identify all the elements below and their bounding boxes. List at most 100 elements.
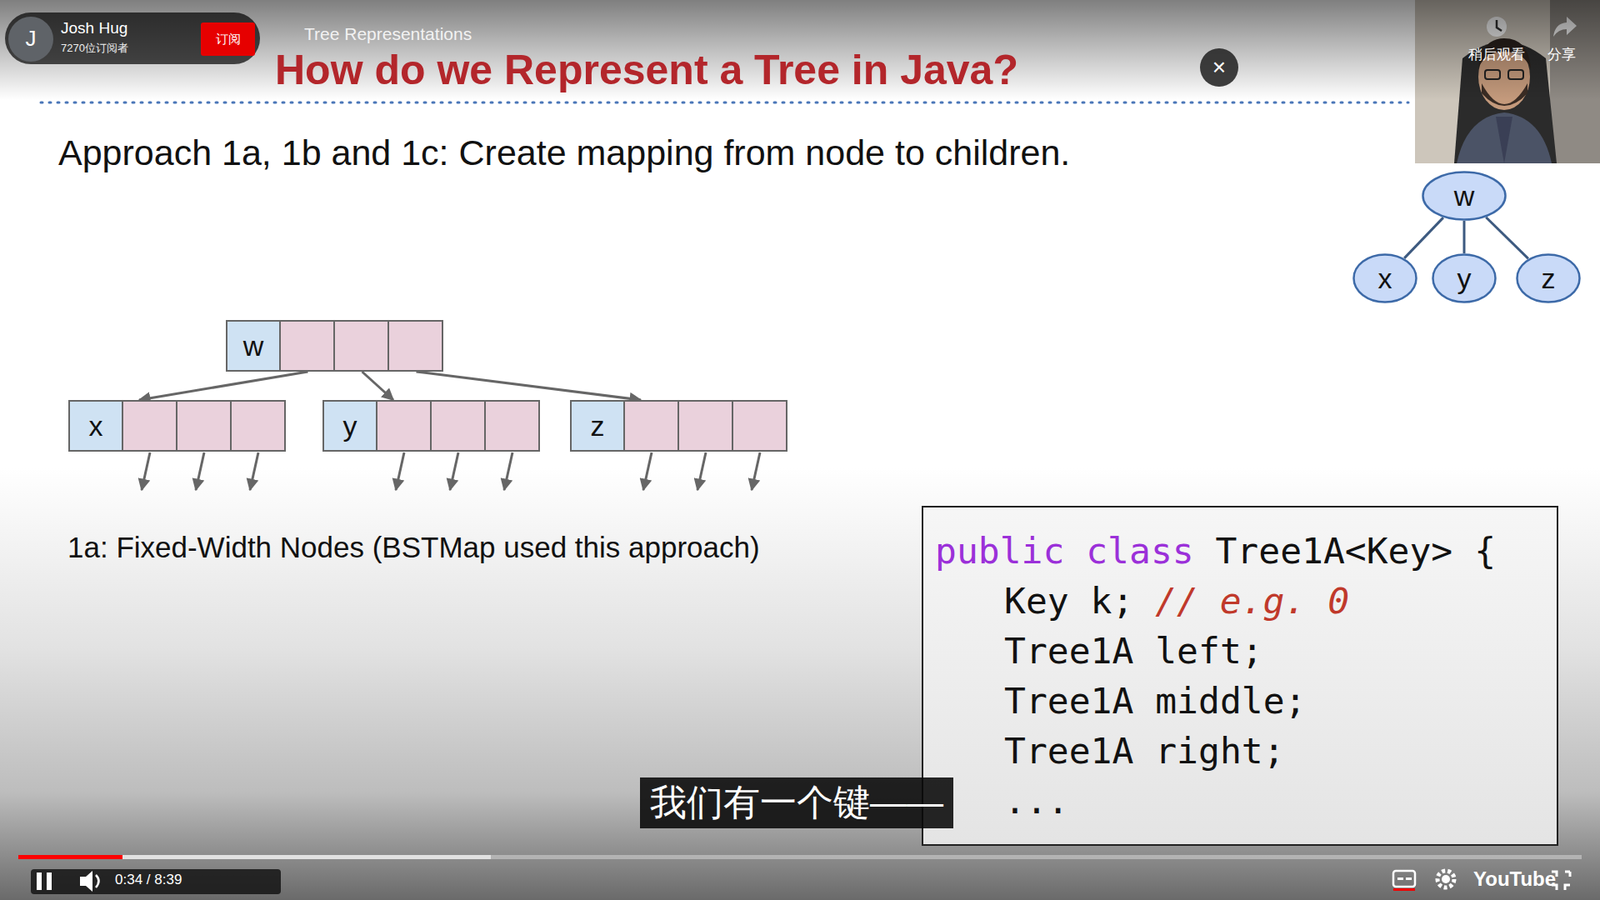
connector: [416, 371, 642, 400]
child-pointer-arrows: [141, 452, 150, 490]
node-text: z: [1541, 262, 1556, 295]
code-line: Tree1A right;: [935, 725, 1545, 776]
tree-node-circle: y: [1431, 253, 1497, 304]
connector: [362, 371, 395, 400]
key-cell: x: [68, 400, 124, 452]
pointer-cell: [485, 400, 540, 452]
progress-bar: [18, 855, 123, 860]
key-cell: y: [322, 400, 378, 452]
child-pointer-arrows: [250, 452, 259, 490]
subscribe-button: 订阅: [200, 22, 255, 56]
player-controls: [30, 869, 281, 895]
node-text: y: [1457, 262, 1472, 295]
child-pointer-arrows: [697, 452, 706, 490]
code-line: Tree1A middle;: [935, 675, 1545, 726]
player-controls: [30, 869, 1570, 895]
node-outline: [1423, 172, 1506, 220]
key-text: x: [89, 410, 104, 443]
node-text: w: [1454, 180, 1475, 213]
player-controls: [1393, 888, 1415, 891]
node-text: x: [1378, 262, 1393, 295]
player-controls: [46, 872, 52, 890]
code-line: public class Tree1A<Key> {: [935, 525, 1545, 576]
pointer-cell: [625, 400, 680, 452]
node-outline: [1354, 255, 1417, 303]
watch-later-label: 稍后观看: [1468, 46, 1525, 64]
progress-bar: [18, 855, 491, 860]
pointer-cell: [231, 400, 286, 452]
code-text: // e.g. 0: [1155, 580, 1350, 622]
player-controls: [36, 872, 42, 890]
pointer-cell: [431, 400, 486, 452]
channel-avatar: J: [8, 16, 54, 62]
pointer-cell: [377, 400, 432, 452]
key-cell: w: [225, 320, 281, 372]
record-node: y: [322, 400, 540, 452]
dotted-rule: [40, 102, 1409, 104]
video-title: Tree Representations: [304, 23, 472, 45]
youtube-logo: YouTube: [1473, 867, 1556, 892]
child-pointer-arrows: [504, 452, 513, 490]
player-controls: [1393, 870, 1415, 887]
progress-bar: [18, 855, 1582, 860]
connector: [1485, 217, 1529, 260]
node-outline: [1433, 255, 1496, 303]
pointer-cell: [733, 400, 788, 452]
connector: [1404, 217, 1444, 259]
child-pointer-arrows: [395, 452, 405, 490]
pointer-cell: [389, 320, 444, 372]
webcam-picture: [1495, 116, 1513, 164]
code-text: Tree1A middle;: [1004, 680, 1306, 722]
key-text: z: [590, 410, 605, 443]
player-controls: [1437, 870, 1455, 888]
tree-node-circle: x: [1352, 253, 1418, 304]
code-text: Tree1A<Key> {: [1215, 530, 1496, 572]
key-cell: z: [570, 400, 625, 452]
player-controls: [80, 870, 93, 892]
close-button: ×: [1200, 48, 1239, 87]
dotted-rule: [40, 101, 1409, 105]
child-pointer-arrows: [141, 452, 760, 490]
connector: [1463, 220, 1466, 254]
time-display: 0:34 / 8:39: [115, 871, 182, 889]
connector: [139, 371, 309, 400]
key-text: w: [243, 330, 265, 363]
pointer-cell: [335, 320, 390, 372]
tree-node-circle: z: [1515, 253, 1581, 304]
code-line: ...: [935, 775, 1545, 826]
channel-name: Josh Hug: [60, 19, 128, 39]
record-node: x: [68, 400, 286, 452]
player-controls: [1405, 877, 1412, 880]
node-outline: [1517, 255, 1580, 303]
child-pointer-arrows: [643, 452, 652, 490]
webcam-picture: [1456, 112, 1552, 164]
pointer-cell: [679, 400, 734, 452]
code-line: Key k; // e.g. 0: [935, 575, 1545, 626]
pointer-cell: [123, 400, 178, 452]
player-controls: [1441, 875, 1450, 884]
progress-bar: [18, 855, 1582, 860]
child-pointer-arrows: [450, 452, 459, 490]
key-text: y: [343, 410, 358, 443]
slide-heading: Approach 1a, 1b and 1c: Create mapping f…: [58, 131, 1070, 175]
player-controls: [1397, 877, 1404, 880]
code-text: Key k;: [1004, 580, 1134, 622]
pointer-cell: [177, 400, 232, 452]
slide-title: How do we Represent a Tree in Java?: [275, 45, 1019, 95]
figure-caption: 1a: Fixed-Width Nodes (BSTMap used this …: [67, 530, 760, 565]
pointer-cell: [280, 320, 335, 372]
share-label: 分享: [1547, 46, 1576, 64]
code-text: ...: [1004, 780, 1070, 822]
record-node: z: [570, 400, 788, 452]
code-text: public class: [935, 530, 1195, 572]
subscriber-count: 7270位订阅者: [60, 41, 129, 55]
code-box: public class Tree1A<Key> { Key k; // e.g. 0…: [921, 505, 1559, 846]
child-pointer-arrows: [195, 452, 205, 490]
child-pointer-arrows: [751, 452, 760, 490]
code-line: Tree1A left;: [935, 625, 1545, 676]
tree-node-circle: w: [1421, 170, 1507, 221]
record-node: w: [225, 320, 444, 372]
subtitle-caption: 我们有一个键——: [640, 777, 954, 829]
code-text: Tree1A left;: [1004, 630, 1264, 672]
